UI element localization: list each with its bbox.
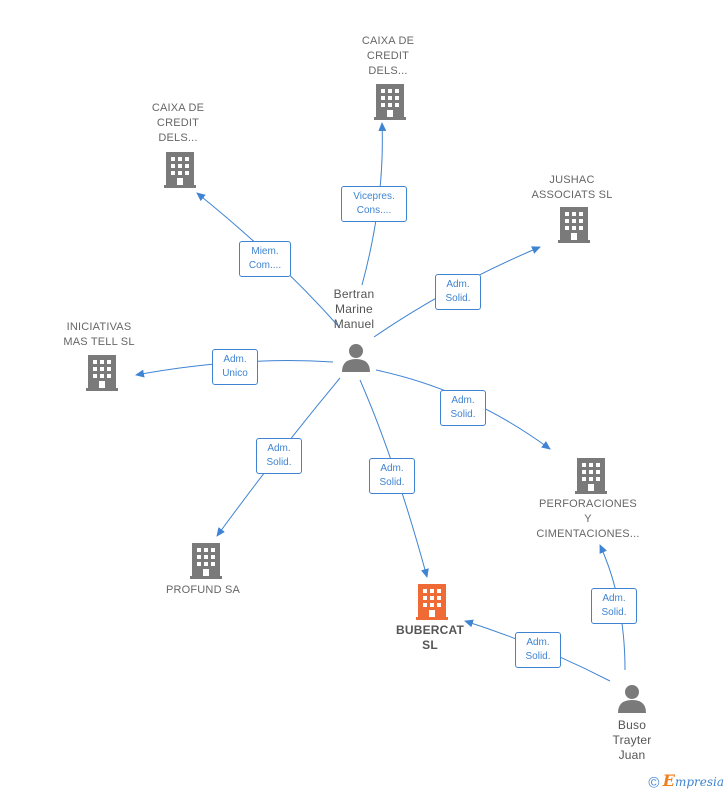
building-icon[interactable] [190,543,222,579]
company-label-perforaciones[interactable]: PERFORACIONES Y CIMENTACIONES... [536,498,640,540]
relation-badge-perforaciones[interactable]: Adm. Solid. [440,390,486,426]
company-label-iniciativas[interactable]: INICIATIVAS MAS TELL SL [63,321,135,348]
company-label-jushac[interactable]: JUSHAC ASSOCIATS SL [531,174,613,201]
building-icon[interactable] [86,355,118,391]
relation-badge-jushac[interactable]: Adm. Solid. [435,274,481,310]
person-icon[interactable] [341,342,371,372]
brand-footer: © Empresia [648,771,724,791]
relation-badge-buso-bubercat[interactable]: Adm. Solid. [515,632,561,668]
company-label-bubercat[interactable]: BUBERCAT SL [395,623,465,652]
person-label-bertran[interactable]: Bertran Marine Manuel [333,287,375,331]
relation-badge-miem[interactable]: Miem. Com.... [239,241,291,277]
building-icon[interactable] [558,207,590,243]
company-label-caixa-top[interactable]: CAIXA DE CREDIT DELS... [361,35,415,77]
copyright-icon: © [648,774,660,791]
person-label-buso[interactable]: Buso Trayter Juan [612,718,652,762]
relation-badge-iniciativas[interactable]: Adm. Unico [212,349,258,385]
relation-badge-bubercat[interactable]: Adm. Solid. [369,458,415,494]
building-icon[interactable] [575,458,607,494]
building-icon-focus[interactable] [416,584,448,620]
relation-badge-buso-perforaciones[interactable]: Adm. Solid. [591,588,637,624]
brand-logo: Empresia [662,770,724,790]
relation-badge-profund[interactable]: Adm. Solid. [256,438,302,474]
building-icon[interactable] [164,152,196,188]
relation-badge-vicepres[interactable]: Vicepres. Cons.... [341,186,407,222]
company-label-caixa-left[interactable]: CAIXA DE CREDIT DELS... [151,102,205,144]
building-icon[interactable] [374,84,406,120]
company-label-profund[interactable]: PROFUND SA [165,584,241,596]
person-icon[interactable] [617,683,647,713]
